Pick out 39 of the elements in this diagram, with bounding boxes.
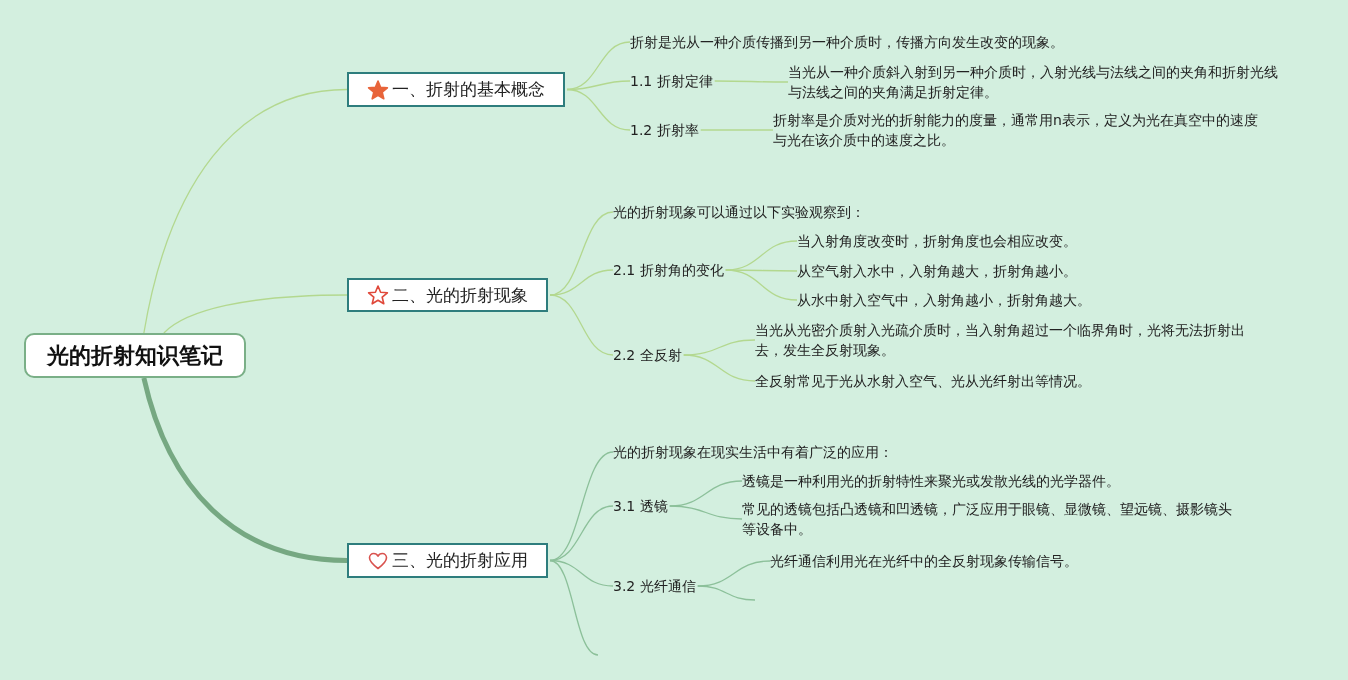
subtopic-text: 2.2 全反射: [613, 345, 682, 365]
subtopic-text: 折射是光从一种介质传播到另一种介质时，传播方向发生改变的现象。: [630, 32, 1064, 52]
subtopic-text: 当光从光密介质射入光疏介质时，当入射角超过一个临界角时，光将无法折射出去，发生全反射现象。: [755, 320, 1252, 360]
subtopic-text: 从空气射入水中，入射角越大，折射角越小。: [797, 261, 1077, 281]
branch-line: [683, 354, 756, 382]
subtopic-text: 1.2 折射率: [630, 120, 699, 140]
subtopic-text: 当入射角度改变时，折射角度也会相应改变。: [797, 231, 1077, 251]
subtopic-text: 3.2 光纤通信: [613, 576, 696, 596]
branch-line: [141, 377, 348, 563]
main-topic-box: [347, 278, 548, 312]
subtopic-text: 光纤通信利用光在光纤中的全反射现象传输信号。: [770, 551, 1078, 571]
branch-line: [566, 88, 631, 131]
main-topic-box: [347, 72, 565, 107]
branch-line: [669, 505, 743, 520]
subtopic-text: 光的折射现象可以通过以下实验观察到：: [613, 202, 865, 222]
topic-label: 一、折射的基本概念: [392, 78, 545, 101]
branch-line: [549, 294, 614, 356]
main-topic-box: [347, 543, 548, 578]
branch-line: [697, 560, 771, 587]
subtopic-text: 折射率是介质对光的折射能力的度量，通常用n表示，定义为光在真空中的速度与光在该介质中的速度之比。: [773, 110, 1265, 150]
subtopic-text: 光的折射现象在现实生活中有着广泛的应用：: [613, 442, 893, 462]
subtopic-text: 从水中射入空气中，入射角越小，折射角越大。: [797, 290, 1091, 310]
branch-line: [143, 88, 348, 334]
branch-line: [697, 585, 756, 601]
branch-line: [714, 80, 789, 83]
subtopic-text: 全反射常见于光从水射入空气、光从光纤射出等情况。: [755, 371, 1091, 391]
branch-line: [725, 269, 798, 301]
subtopic-text: 1.1 折射定律: [630, 71, 713, 91]
subtopic-text: 3.1 透镜: [613, 496, 668, 516]
branch-line: [700, 129, 774, 131]
central-topic-box: 光的折射知识笔记: [24, 333, 246, 378]
subtopic-text: 2.1 折射角的变化: [613, 260, 724, 280]
subtopic-text: 常见的透镜包括凸透镜和凹透镜，广泛应用于眼镜、显微镜、望远镜、摄影镜头等设备中。: [742, 499, 1239, 539]
subtopic-text: 当光从一种介质斜入射到另一种介质时，入射光线与法线之间的夹角和折射光线与法线之间的夹角满足折射定律。: [788, 62, 1285, 102]
subtopic-text: 透镜是一种利用光的折射特性来聚光或发散光线的光学器件。: [742, 471, 1120, 491]
branch-line: [549, 559, 599, 656]
branch-line: [163, 294, 348, 334]
topic-label: 二、光的折射现象: [392, 283, 528, 307]
topic-label: 三、光的折射应用: [392, 549, 528, 572]
